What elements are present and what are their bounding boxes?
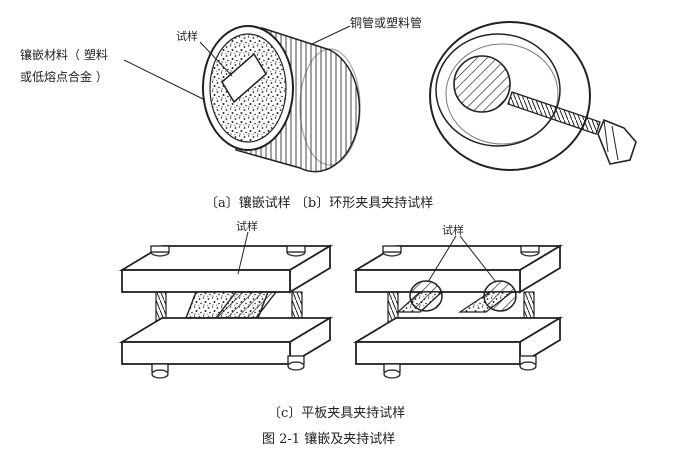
- plate-clamp-right-drawing: [352, 235, 564, 379]
- embedded-sample: [221, 52, 267, 104]
- round-sample-right: [483, 280, 517, 312]
- plate-clamp-left-drawing: [118, 231, 334, 379]
- figure-caption: 图 2-1 镶嵌及夹持试样: [262, 432, 396, 447]
- sample-label-c-left: 试样: [236, 220, 258, 233]
- round-sample-left: [409, 280, 443, 312]
- mount-material-label-line1: 镶嵌材料（ 塑料: [20, 48, 108, 62]
- tube-label: 铜管或塑料管: [350, 16, 423, 30]
- round-sample: [453, 55, 511, 113]
- ring-clamp-drawing: [429, 21, 637, 171]
- mount-material-label-line2: 或低熔点合金 ）: [20, 70, 108, 84]
- caption-ab: 〔a〕镶嵌试样 〔b〕环形夹具夹持试样: [205, 196, 434, 211]
- sample-label-a: 试样: [176, 30, 198, 43]
- caption-c: 〔c〕平板夹具夹持试样: [268, 406, 406, 421]
- sample-label-c-right: 试样: [442, 224, 464, 237]
- bolt-head: [597, 118, 637, 165]
- mounted-specimen-drawing: [123, 25, 361, 173]
